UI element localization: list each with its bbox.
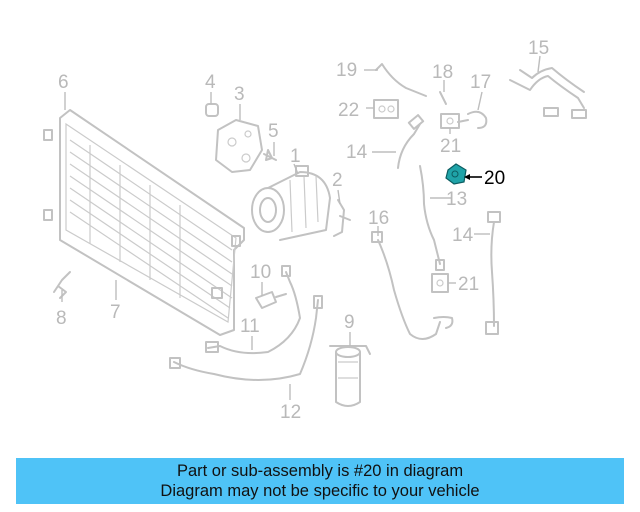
valve-core-18 [439,91,447,105]
receiver-drier [329,345,371,407]
compressor [251,165,331,241]
callout-12: 12 [280,402,301,423]
seal-kit-22 [373,99,399,119]
pressure-switch-10 [255,291,287,309]
parts-diagram: 1 2 3 4 5 6 7 8 9 10 11 12 13 14 14 15 1… [43,38,587,423]
hose-13 [419,165,445,271]
hose-11 [205,265,301,355]
leader-lines [61,55,541,400]
banner-line-2: Diagram may not be specific to your vehi… [160,482,480,500]
highlighted-part-20 [445,163,467,185]
callout-20: 20 [484,168,505,189]
hose-17 [457,110,488,129]
seal-kit-21-top [440,113,460,129]
callouts: 1 2 3 4 5 6 7 8 9 10 11 12 13 14 14 15 1… [56,38,549,423]
bracket-2 [333,199,351,237]
seal-kit-21-bottom [431,273,449,293]
callout-11: 11 [240,316,260,337]
callout-18: 18 [432,62,453,83]
callout-8: 8 [56,308,67,329]
bolt-5 [263,149,277,161]
callout-13: 13 [446,189,467,210]
hose-16 [371,231,454,340]
callout-5: 5 [268,121,279,142]
callout-21a: 21 [440,136,461,157]
mounting-bracket-3 [215,119,263,173]
banner-line-1: Part or sub-assembly is #20 in diagram [176,462,464,480]
callout-4: 4 [205,72,216,93]
info-banner: Part or sub-assembly is #20 in diagram D… [16,458,624,504]
callout-1: 1 [290,146,301,167]
callout-9: 9 [344,312,355,333]
callout-22: 22 [338,100,359,121]
hose-14-lower [485,211,501,335]
callout-3: 3 [234,84,245,105]
callout-15: 15 [528,38,549,59]
part-20-arrow [464,174,470,180]
callout-14a: 14 [346,142,368,163]
part-20-shape [445,163,467,185]
callout-16: 16 [368,208,389,229]
nut-4 [205,103,219,117]
callout-19: 19 [336,60,357,81]
callout-21b: 21 [458,274,479,295]
callout-7: 7 [110,302,121,323]
callout-2: 2 [332,170,343,191]
hose-12 [169,295,323,381]
hose-15 [509,67,587,119]
callout-14b: 14 [452,225,474,246]
callout-17: 17 [470,72,491,93]
condenser [43,109,245,336]
callout-6: 6 [58,72,69,93]
callout-10: 10 [250,262,271,283]
line-19 [375,63,427,97]
hose-14-upper [397,114,425,169]
